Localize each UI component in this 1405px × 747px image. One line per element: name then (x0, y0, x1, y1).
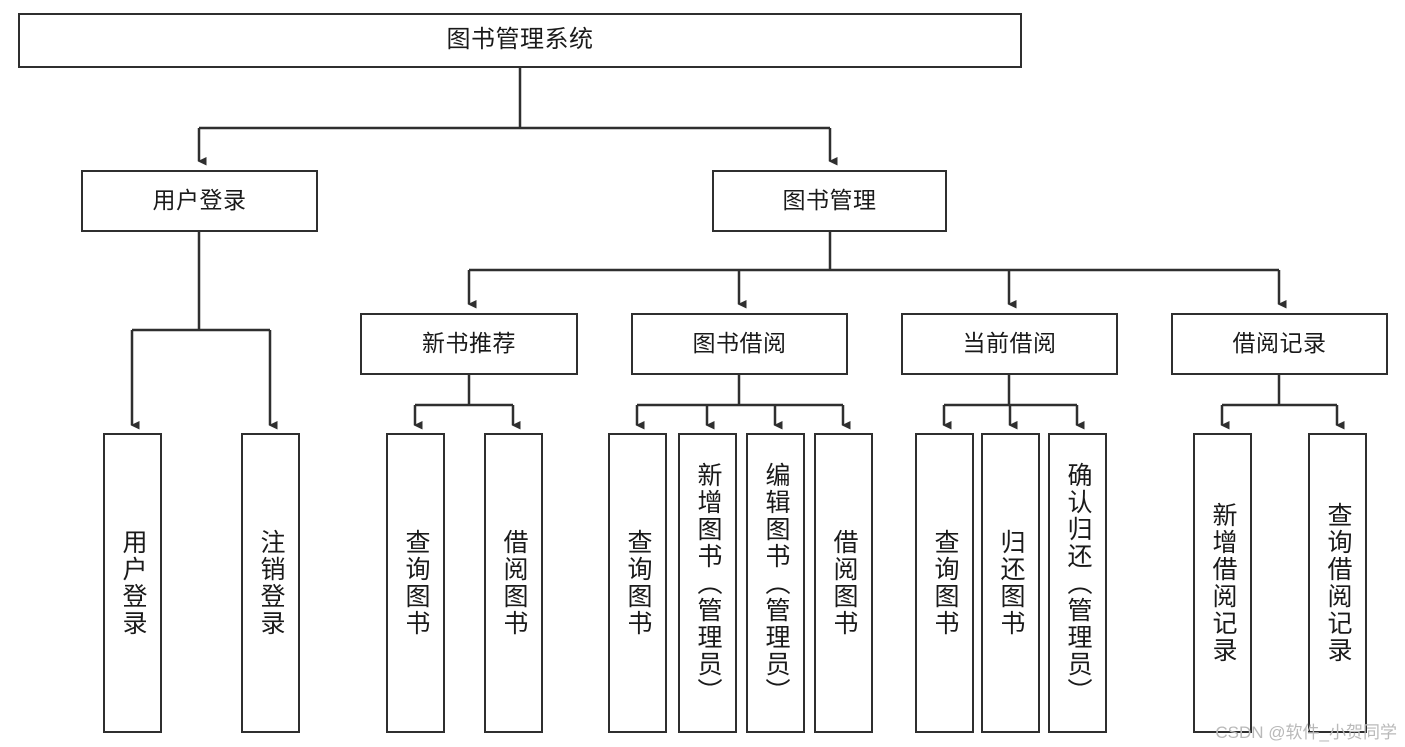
leaf-borrow-book-recommend[interactable]: 借阅图书 (484, 433, 543, 733)
node-label: 新增借阅记录 (1209, 502, 1237, 664)
node-label: 新增图书（管理员） (694, 461, 722, 705)
node-user-login[interactable]: 用户登录 (81, 170, 318, 232)
node-book-management[interactable]: 图书管理 (712, 170, 947, 232)
node-label: 注销登录 (257, 529, 285, 637)
node-label: 用户登录 (119, 529, 147, 637)
leaf-borrow-book[interactable]: 借阅图书 (814, 433, 873, 733)
node-label: 新书推荐 (422, 330, 516, 357)
node-current-borrow[interactable]: 当前借阅 (901, 313, 1118, 375)
node-label: 借阅图书 (500, 529, 528, 637)
node-label: 归还图书 (997, 529, 1025, 637)
node-label: 查询图书 (931, 529, 959, 637)
node-label: 图书借阅 (692, 330, 787, 357)
leaf-edit-book[interactable]: 编辑图书（管理员） (746, 433, 805, 733)
node-label: 借阅记录 (1232, 330, 1327, 357)
node-label: 查询借阅记录 (1324, 502, 1352, 664)
node-label: 图书管理 (782, 187, 877, 214)
leaf-query-book-recommend[interactable]: 查询图书 (386, 433, 445, 733)
leaf-return-book[interactable]: 归还图书 (981, 433, 1040, 733)
node-book-borrow[interactable]: 图书借阅 (631, 313, 848, 375)
node-label: 用户登录 (152, 187, 247, 214)
node-label: 编辑图书（管理员） (762, 461, 790, 705)
node-label: 查询图书 (624, 529, 652, 637)
leaf-query-book-current[interactable]: 查询图书 (915, 433, 974, 733)
node-label: 查询图书 (402, 529, 430, 637)
node-label: 当前借阅 (962, 330, 1057, 357)
leaf-confirm-return[interactable]: 确认归还（管理员） (1048, 433, 1107, 733)
node-borrow-record[interactable]: 借阅记录 (1171, 313, 1388, 375)
leaf-add-borrow-record[interactable]: 新增借阅记录 (1193, 433, 1252, 733)
leaf-query-book-borrow[interactable]: 查询图书 (608, 433, 667, 733)
watermark-text: CSDN @软件_小贺同学 (1215, 723, 1397, 742)
leaf-add-book[interactable]: 新增图书（管理员） (678, 433, 737, 733)
leaf-logout-login[interactable]: 注销登录 (241, 433, 300, 733)
node-new-book-recommend[interactable]: 新书推荐 (360, 313, 578, 375)
leaf-query-borrow-record[interactable]: 查询借阅记录 (1308, 433, 1367, 733)
leaf-user-login[interactable]: 用户登录 (103, 433, 162, 733)
node-label: 借阅图书 (830, 529, 858, 637)
node-label: 确认归还（管理员） (1064, 461, 1092, 705)
node-label: 图书管理系统 (446, 26, 594, 54)
node-root-system[interactable]: 图书管理系统 (18, 13, 1022, 68)
